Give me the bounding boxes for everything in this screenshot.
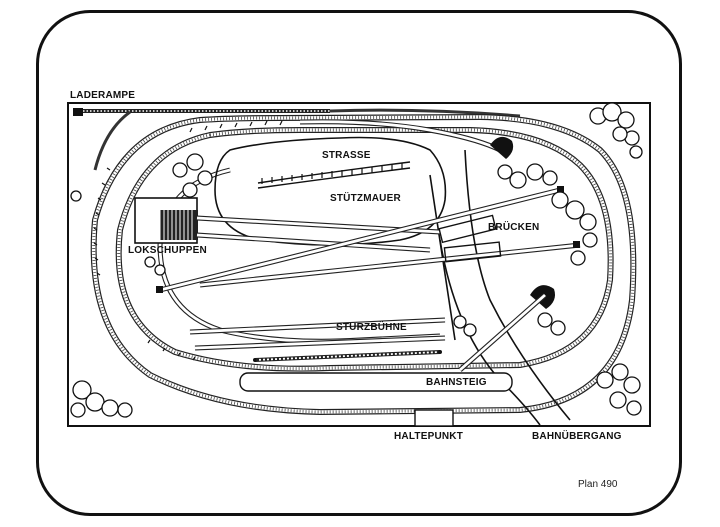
label-bahnuebergang: BAHNÜBERGANG (532, 431, 622, 442)
tree-bottom-right (596, 363, 642, 416)
tree-left (172, 153, 213, 198)
label-haltepunkt: HALTEPUNKT (394, 431, 464, 442)
tree-right-middle (551, 191, 598, 266)
plan-caption: Plan 490 (578, 479, 618, 490)
tunnel-portals (458, 136, 555, 372)
label-bahnsteig: BAHNSTEIG (426, 377, 487, 388)
label-strasse: STRASSE (322, 150, 371, 161)
stuetzmauer-wall (257, 161, 411, 189)
tree-bottom-left (70, 380, 133, 418)
label-bruecken: BRÜCKEN (488, 222, 540, 233)
label-stuetzmauer: STÜTZMAUER (330, 193, 401, 204)
yard-tracks (156, 186, 581, 293)
outer-loop-track (90, 113, 637, 416)
label-lokschuppen: LOKSCHUPPEN (128, 245, 207, 256)
bahnsteig-platform (239, 372, 513, 392)
tree-top-right (589, 102, 643, 159)
tree-mid-right (453, 312, 566, 337)
terrain-ticks (93, 120, 283, 361)
tree-near-tunnel (497, 163, 558, 189)
tree-left-small (70, 190, 166, 276)
label-sturzbuehne: STURZBÜHNE (336, 322, 407, 333)
label-laderampe: LADERAMPE (70, 90, 136, 101)
laderampe-siding (73, 108, 521, 171)
haltepunkt-building (414, 409, 454, 427)
sturzbuehne-structure (189, 317, 446, 362)
middle-loop-track (115, 127, 614, 372)
lokschuppen-engine-shed (134, 197, 198, 244)
bruecken-bridges (438, 214, 502, 263)
tree-clusters (70, 102, 643, 418)
